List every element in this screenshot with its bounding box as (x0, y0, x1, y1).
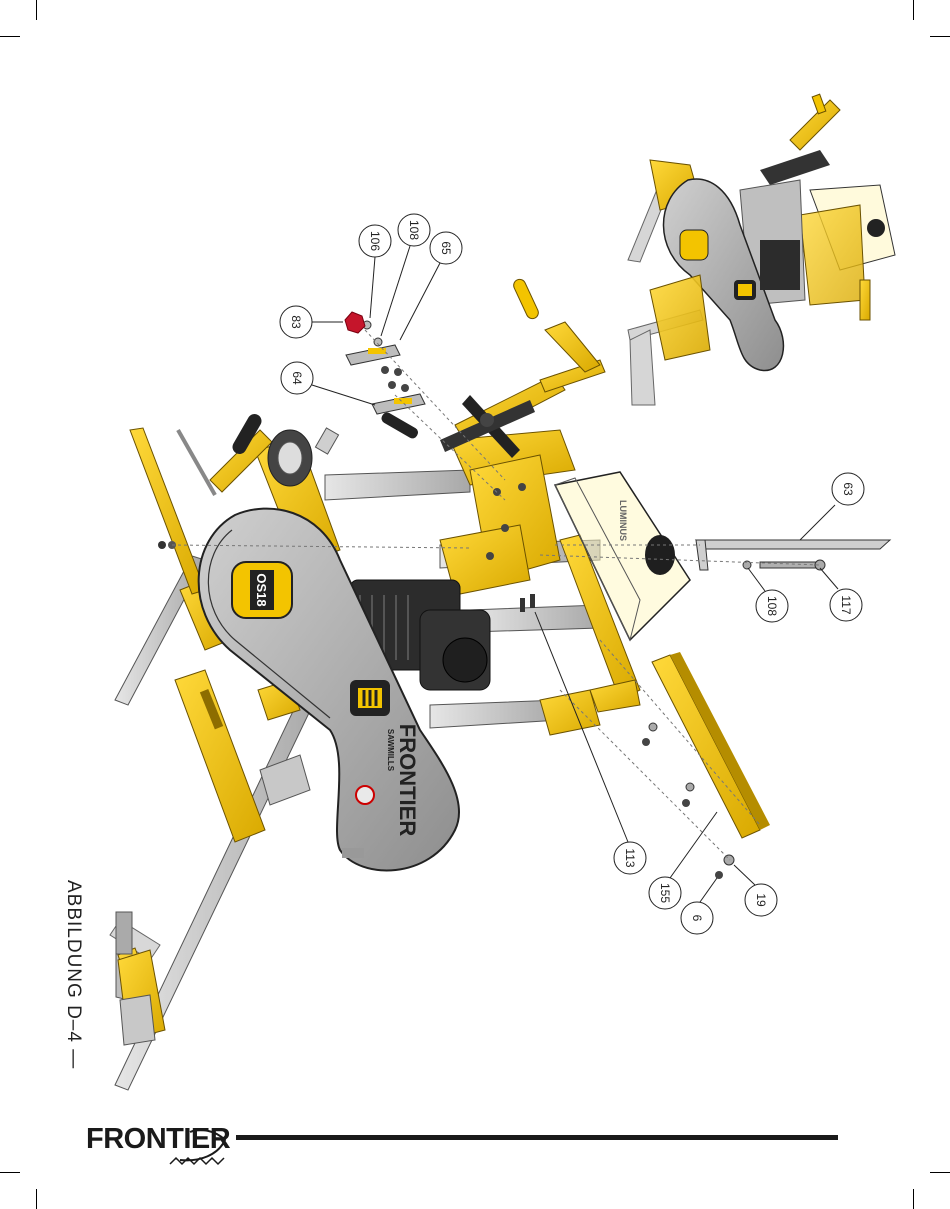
callout-113: 113 (535, 612, 646, 874)
plate-parts (345, 312, 425, 414)
model-badge: OS18 (232, 562, 292, 618)
callout-label-108-right: 108 (765, 596, 779, 616)
callout-label-117: 117 (839, 595, 853, 614)
callout-117: 117 (820, 568, 862, 621)
callout-label-106: 106 (368, 231, 382, 251)
callout-63: 63 (800, 473, 864, 540)
overview-inset (627, 94, 897, 407)
callout-label-65: 65 (439, 241, 453, 255)
svg-text:OS18: OS18 (254, 573, 269, 606)
svg-text:FRONTIER: FRONTIER (395, 724, 420, 837)
frame-lower (116, 912, 165, 1045)
svg-text:SAWMILLS: SAWMILLS (386, 729, 395, 772)
callout-6: 6 (681, 878, 717, 934)
crank-handle (380, 277, 605, 458)
rod-part (696, 540, 890, 570)
callout-83: 83 (280, 306, 343, 338)
bracket-part (642, 652, 770, 879)
callout-label-64: 64 (290, 371, 304, 385)
svg-text:LUMINUS: LUMINUS (618, 500, 628, 541)
callout-label-6: 6 (690, 915, 704, 922)
callout-label-155: 155 (658, 883, 672, 903)
callout-155: 155 (649, 812, 717, 909)
callout-label-113: 113 (623, 848, 637, 867)
callout-19: 19 (734, 865, 777, 916)
callout-label-83: 83 (289, 315, 303, 329)
callout-108-right: 108 (748, 568, 788, 622)
callout-label-108-top: 108 (407, 220, 421, 240)
callout-64: 64 (281, 362, 375, 405)
callout-label-63: 63 (841, 482, 855, 496)
footer-logo: FRONTIER (86, 1123, 231, 1155)
footer: FRONTIER (86, 1123, 838, 1164)
callout-label-19: 19 (754, 893, 768, 907)
figure-title: ABBILDUNG D–4 — (62, 880, 84, 1069)
callout-106: 106 (359, 225, 391, 318)
